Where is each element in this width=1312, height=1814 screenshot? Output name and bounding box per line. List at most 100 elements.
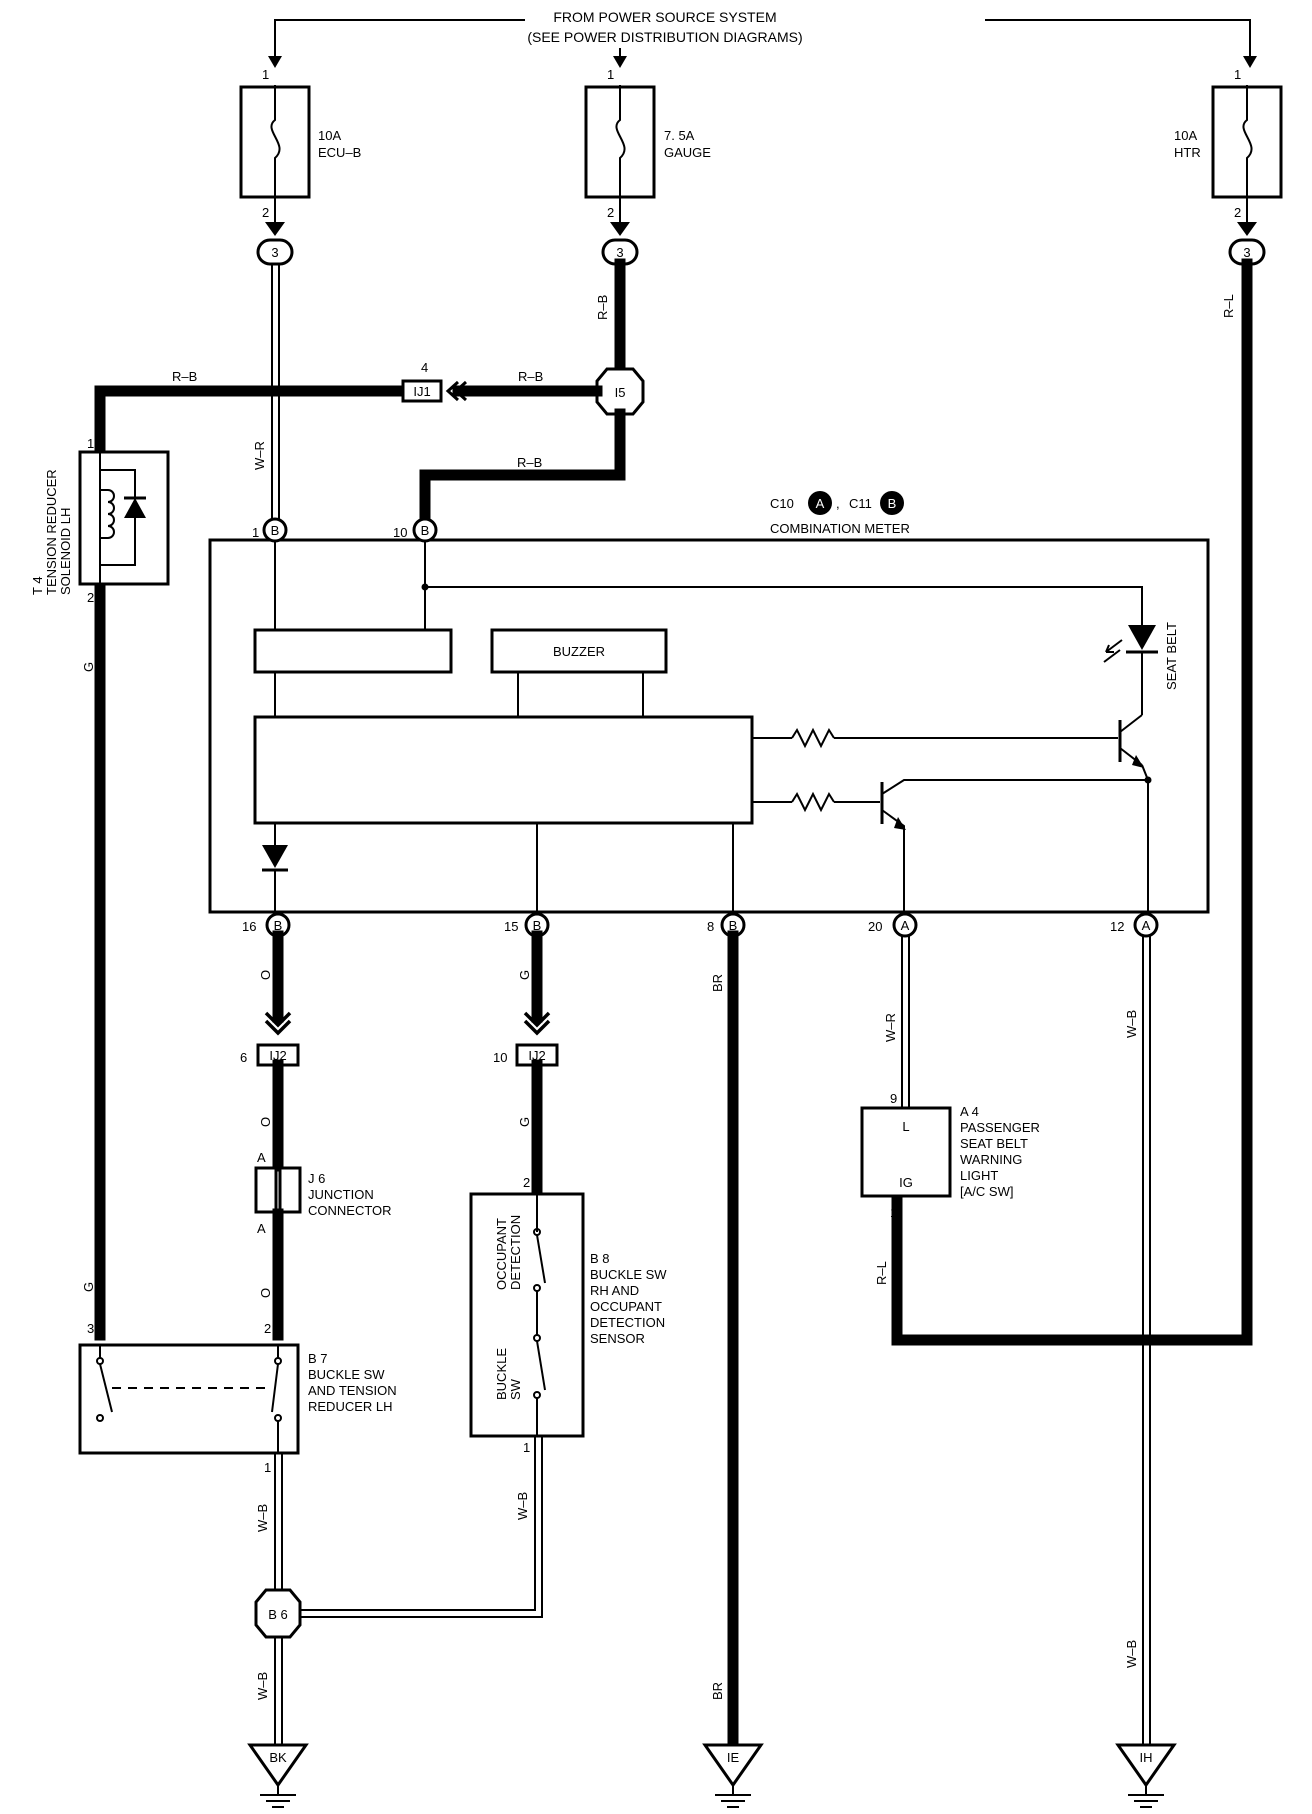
svg-text:HTR: HTR (1174, 145, 1201, 160)
svg-text:A: A (257, 1221, 266, 1236)
svg-text:G: G (517, 970, 532, 980)
svg-text:2: 2 (1234, 205, 1241, 220)
wire-rl-htr: R–L R–L (874, 258, 1253, 1346)
arrow-down-icon (1237, 222, 1257, 236)
svg-text:OCCUPANT: OCCUPANT (590, 1299, 662, 1314)
meter-name: COMBINATION METER (770, 521, 910, 536)
coil-icon (107, 489, 115, 539)
svg-text:3: 3 (1243, 245, 1250, 260)
svg-text:A: A (816, 496, 825, 511)
header-line1: FROM POWER SOURCE SYSTEM (553, 9, 776, 25)
svg-text:JUNCTION: JUNCTION (308, 1187, 374, 1202)
svg-text:1: 1 (262, 67, 269, 82)
svg-text:C11: C11 (849, 496, 872, 511)
svg-text:O: O (258, 970, 273, 980)
svg-text:BR: BR (710, 974, 725, 992)
svg-text:A: A (1142, 918, 1151, 933)
svg-text:1: 1 (87, 436, 94, 451)
svg-text:REDUCER LH: REDUCER LH (308, 1399, 393, 1414)
resistor-icon (791, 791, 835, 813)
svg-text:IE: IE (727, 1750, 740, 1765)
svg-text:SW: SW (508, 1378, 523, 1400)
svg-text:O: O (258, 1117, 273, 1127)
svg-text:2: 2 (264, 1321, 271, 1336)
svg-text:10: 10 (393, 525, 407, 540)
ground-bk: BK (247, 1743, 309, 1808)
svg-text:10A: 10A (318, 128, 341, 143)
fuse-element-icon (1242, 85, 1253, 197)
svg-text:W–B: W–B (1124, 1640, 1139, 1668)
wire-wb-12: W–B W–B (1124, 936, 1151, 1745)
svg-text:IJ2: IJ2 (528, 1048, 545, 1063)
svg-text:1: 1 (264, 1460, 271, 1475)
svg-text:BUCKLE: BUCKLE (494, 1348, 509, 1400)
svg-text:2: 2 (523, 1175, 530, 1190)
svg-text:B 6: B 6 (268, 1607, 288, 1622)
svg-text:B: B (421, 523, 430, 538)
wire-g-t4: G G (81, 579, 106, 1341)
svg-text:C10: C10 (770, 496, 794, 511)
svg-text:20: 20 (868, 919, 882, 934)
svg-text:15: 15 (504, 919, 518, 934)
meter-block-left (253, 628, 453, 674)
switch-icon (271, 1363, 279, 1413)
svg-text:BR: BR (710, 1682, 725, 1700)
buckle-sw-rh-occupant-sensor: 2 OCCUPANT DETECTION BUCKLE SW B 8 BUCKL… (469, 1175, 667, 1455)
supply-line-left (274, 19, 525, 62)
svg-text:1: 1 (890, 1205, 897, 1220)
wire-wb-b8: W–B (300, 1436, 543, 1618)
svg-text:A: A (257, 1150, 266, 1165)
ground-ih: IH (1115, 1743, 1177, 1808)
ground-icon (1115, 1743, 1177, 1788)
svg-text:[A/C SW]: [A/C SW] (960, 1184, 1013, 1199)
svg-text:W–B: W–B (255, 1672, 270, 1700)
svg-text:G: G (517, 1117, 532, 1127)
svg-text:J 6: J 6 (308, 1171, 325, 1186)
ground-ie: IE (702, 1743, 764, 1808)
svg-text:1: 1 (523, 1440, 530, 1455)
svg-text:IG: IG (899, 1175, 913, 1190)
chevron-down-icon (523, 1011, 551, 1036)
junction-connector-j6: A A J 6 JUNCTION CONNECTOR O (254, 1150, 392, 1341)
header: FROM POWER SOURCE SYSTEM (SEE POWER DIST… (268, 9, 1257, 68)
svg-text:G: G (81, 1282, 96, 1292)
svg-text:4: 4 (421, 360, 428, 375)
svg-text:B: B (533, 918, 542, 933)
svg-text:W–R: W–R (252, 441, 267, 470)
svg-text:2: 2 (262, 205, 269, 220)
connector-3-htr: 3 (1228, 238, 1266, 266)
svg-text:12: 12 (1110, 919, 1124, 934)
ground-icon (702, 1743, 764, 1788)
svg-text:B 7: B 7 (308, 1351, 328, 1366)
svg-text:I5: I5 (615, 385, 626, 400)
combination-meter: C10 A , C11 B COMBINATION METER 1 B 10 B… (208, 491, 1210, 938)
svg-text:WARNING: WARNING (960, 1152, 1022, 1167)
svg-text:10: 10 (493, 1050, 507, 1065)
wire-rb-to-t4: R–B R–B 4 IJ1 (94, 360, 603, 456)
svg-text:3: 3 (271, 245, 278, 260)
svg-text:R–B: R–B (595, 295, 610, 320)
fuse-element-icon (615, 85, 626, 197)
wire-br: BR BR (710, 930, 739, 1751)
buzzer-block (490, 628, 668, 674)
svg-text:R–L: R–L (1221, 294, 1236, 318)
svg-text:GAUGE: GAUGE (664, 145, 711, 160)
svg-text:OCCUPANT: OCCUPANT (494, 1218, 509, 1290)
svg-text:BUCKLE SW: BUCKLE SW (590, 1267, 667, 1282)
switch-occupant-icon (536, 1234, 546, 1284)
wire-wb-b7: W–B B 6 W–B (254, 1453, 302, 1745)
svg-text:AND TENSION: AND TENSION (308, 1383, 397, 1398)
svg-text:1: 1 (607, 67, 614, 82)
diode-icon (262, 845, 288, 868)
svg-text:ECU–B: ECU–B (318, 145, 361, 160)
svg-text:PASSENGER: PASSENGER (960, 1120, 1040, 1135)
svg-text:3: 3 (616, 245, 623, 260)
svg-text:R–B: R–B (518, 369, 543, 384)
buckle-sw-tension-reducer-lh: 3 2 B 7 BUCKLE SW AND TENSION REDUCER LH… (78, 1321, 397, 1475)
svg-text:B 8: B 8 (590, 1251, 610, 1266)
chevron-down-icon (264, 1011, 292, 1036)
resistor-icon (791, 727, 835, 749)
tension-reducer-solenoid: 1 2 T 4 TENSION REDUCER SOLENOID LH (30, 436, 170, 605)
svg-text:8: 8 (707, 919, 714, 934)
